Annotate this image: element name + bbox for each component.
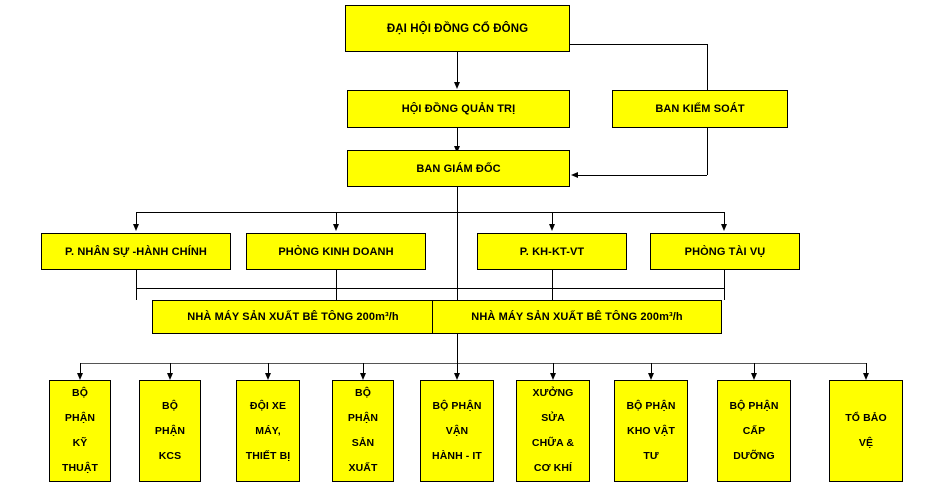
node-plant-1-label: NHÀ MÁY SẢN XUẤT BÊ TÔNG 200m³/h [187,311,399,323]
arrowhead-management-right [571,171,578,178]
connector-drop-unit-6 [553,363,554,375]
node-unit-kcs-label: BỘ PHẬN KCS [154,399,186,462]
arrowhead-dept-3 [548,224,555,231]
connector-plant-feed-bus [136,288,725,289]
node-plant-1[interactable]: NHÀ MÁY SẢN XUẤT BÊ TÔNG 200m³/h [152,300,433,334]
node-unit-production-label: BỘ PHẬN SẢN XUẤT [347,387,379,474]
connector-drop-unit-1 [80,363,81,375]
connector-drop-unit-4 [363,363,364,375]
node-department-planning-tech-materials[interactable]: P. KH-KT-VT [477,233,627,270]
arrowhead-unit-5 [453,373,460,380]
node-board-of-directors-label: HỘI ĐỒNG QUẢN TRỊ [401,103,516,115]
node-unit-vehicles-equipment[interactable]: ĐỘI XE MÁY, THIẾT BỊ [236,380,300,482]
connector-drop-unit-5 [457,363,458,375]
node-unit-operations-it-label: BỘ PHẬN VẬN HÀNH - IT [432,399,482,462]
arrowhead-management [453,146,460,153]
arrowhead-unit-1 [76,373,83,380]
arrowhead-board [453,82,460,89]
connector-drop-dept-3 [552,212,553,226]
arrowhead-unit-2 [166,373,173,380]
node-unit-technical-label: BỘ PHẬN KỸ THUẬT [61,387,99,474]
node-unit-operations-it[interactable]: BỘ PHẬN VẬN HÀNH - IT [420,380,494,482]
connector-drop-dept-4 [724,212,725,226]
arrowhead-dept-2 [332,224,339,231]
node-management-board[interactable]: BAN GIÁM ĐỐC [347,150,570,187]
connector-shareholders-to-board [457,52,458,84]
connector-drop-unit-3 [268,363,269,375]
connector-unit-bus [80,363,866,364]
node-department-sales-label: PHÒNG KINH DOANH [278,245,394,258]
connector-dept2-to-plant [336,270,337,300]
arrowhead-unit-3 [264,373,271,380]
node-shareholders-assembly-label: ĐẠI HỘI ĐỒNG CỔ ĐÔNG [386,22,529,35]
node-department-finance[interactable]: PHÒNG TÀI VỤ [650,233,800,270]
connector-board-to-management [457,128,458,150]
connector-management-trunk [457,187,458,364]
connector-drop-dept-1 [136,212,137,226]
node-unit-technical[interactable]: BỘ PHẬN KỸ THUẬT [49,380,111,482]
node-shareholders-assembly[interactable]: ĐẠI HỘI ĐỒNG CỔ ĐÔNG [345,5,570,52]
connector-dept4-to-plant [724,270,725,300]
node-plant-2-label: NHÀ MÁY SẢN XUẤT BÊ TÔNG 200m³/h [471,311,683,323]
node-unit-vehicles-equipment-label: ĐỘI XE MÁY, THIẾT BỊ [245,399,291,462]
node-unit-repair-mechanical[interactable]: XƯỞNG SỬA CHỮA & CƠ KHÍ [516,380,590,482]
connector-drop-unit-9 [866,363,867,375]
node-supervisory-board[interactable]: BAN KIỂM SOÁT [612,90,788,128]
arrowhead-unit-6 [549,373,556,380]
connector-drop-unit-7 [651,363,652,375]
node-unit-warehouse[interactable]: BỘ PHẬN KHO VẬT TƯ [614,380,688,482]
node-plant-2[interactable]: NHÀ MÁY SẢN XUẤT BÊ TÔNG 200m³/h [432,300,722,334]
connector-dept1-to-plant [136,270,137,300]
node-unit-repair-mechanical-label: XƯỞNG SỬA CHỮA & CƠ KHÍ [531,387,575,474]
arrowhead-unit-9 [862,373,869,380]
node-management-board-label: BAN GIÁM ĐỐC [416,162,501,175]
connector-dept3-to-plant [552,270,553,300]
node-unit-catering-label: BỘ PHẬN CẤP DƯỠNG [729,399,779,462]
node-unit-catering[interactable]: BỘ PHẬN CẤP DƯỠNG [717,380,791,482]
node-department-planning-tech-materials-label: P. KH-KT-VT [519,245,585,258]
connector-drop-unit-2 [170,363,171,375]
node-department-finance-label: PHÒNG TÀI VỤ [684,245,766,258]
arrowhead-unit-4 [359,373,366,380]
connector-drop-dept-2 [336,212,337,226]
node-department-hr-admin[interactable]: P. NHÂN SỰ -HÀNH CHÍNH [41,233,231,270]
connector-drop-unit-8 [754,363,755,375]
node-unit-kcs[interactable]: BỘ PHẬN KCS [139,380,201,482]
node-unit-production[interactable]: BỘ PHẬN SẢN XUẤT [332,380,394,482]
node-unit-security[interactable]: TỔ BẢO VỆ [829,380,903,482]
arrowhead-unit-8 [750,373,757,380]
node-department-hr-admin-label: P. NHÂN SỰ -HÀNH CHÍNH [65,245,207,258]
node-board-of-directors[interactable]: HỘI ĐỒNG QUẢN TRỊ [347,90,570,128]
arrowhead-unit-7 [647,373,654,380]
node-unit-warehouse-label: BỘ PHẬN KHO VẬT TƯ [626,399,676,462]
arrowhead-dept-4 [720,224,727,231]
connector-department-bus [136,212,725,213]
node-unit-security-label: TỔ BẢO VỆ [845,412,887,449]
connector-shareholders-right [570,44,707,45]
connector-supervisory-to-management [578,175,707,176]
node-supervisory-board-label: BAN KIỂM SOÁT [655,103,745,115]
node-department-sales[interactable]: PHÒNG KINH DOANH [246,233,426,270]
arrowhead-dept-1 [132,224,139,231]
